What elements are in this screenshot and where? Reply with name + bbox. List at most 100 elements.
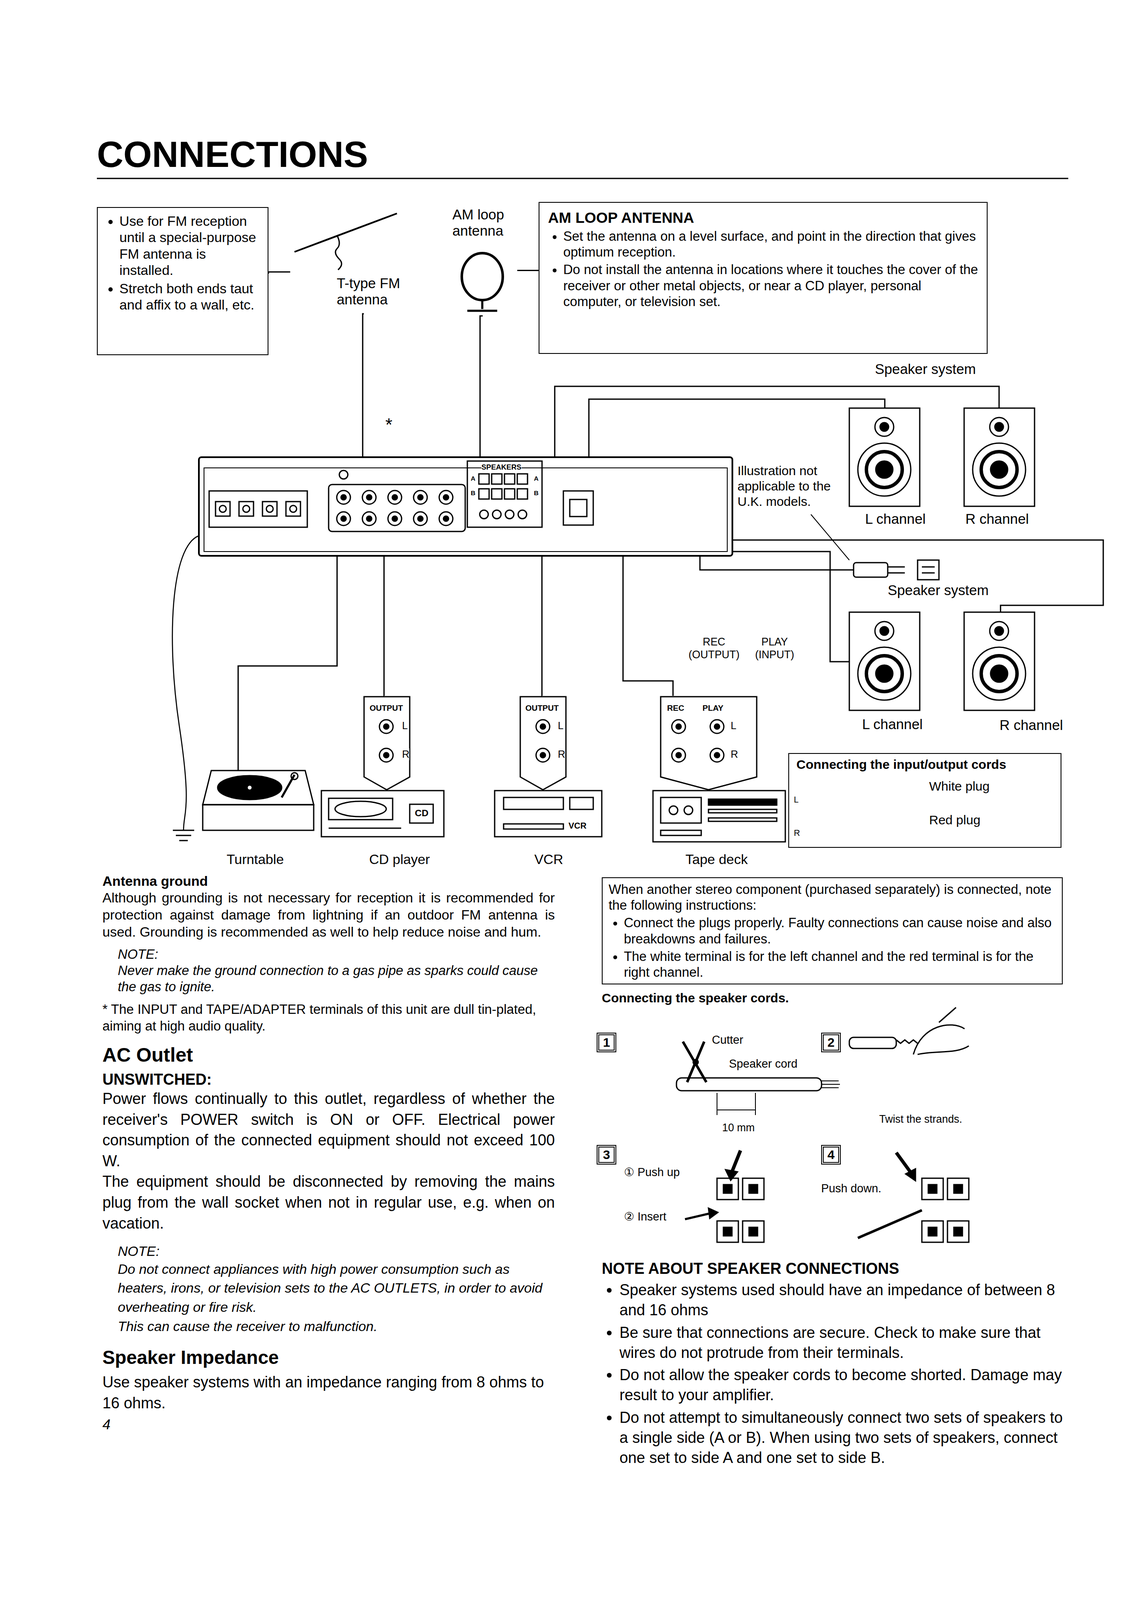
power-cord	[887, 566, 905, 573]
note-heading: NOTE:	[117, 1242, 555, 1260]
cd-player-drawing	[321, 790, 444, 837]
step-caption: Twist the strands.	[879, 1112, 963, 1126]
page-number: 4	[102, 1415, 555, 1433]
speaker-drawing	[964, 612, 1035, 711]
device-marking: CD	[414, 807, 429, 819]
channel-mark: L	[557, 719, 564, 732]
terminal-figure	[947, 1220, 969, 1242]
twist-figure	[896, 1039, 918, 1044]
terminal-figure	[896, 1152, 912, 1173]
speaker: L channel	[842, 612, 946, 736]
speaker-drawing	[866, 655, 903, 692]
receiver-drawing	[387, 490, 402, 505]
am-note-box: AM LOOP ANTENNASet the antenna on a leve…	[538, 201, 988, 354]
speaker-drawing	[875, 664, 893, 683]
sub-heading: UNSWITCHED:	[102, 1069, 555, 1089]
terminal-figure	[742, 1220, 764, 1242]
receiver-drawing	[569, 499, 587, 517]
receiver-drawing	[563, 490, 594, 525]
am-loop-drawing	[461, 253, 503, 311]
jack-panel	[379, 719, 394, 734]
receiver-drawing	[339, 470, 348, 479]
step-number: 3	[596, 1144, 617, 1165]
jack-panel	[540, 723, 546, 729]
channel-mark: R	[557, 748, 566, 761]
bullet-text: Speaker systems used should have an impe…	[619, 1279, 1063, 1321]
terminal-figure	[928, 1227, 937, 1236]
note-text: Do not connect appliances with high powe…	[117, 1259, 555, 1317]
text-column: Antenna groundAlthough grounding is not …	[102, 872, 555, 1433]
power-cord	[699, 555, 939, 580]
note-text: Set the antenna on a level surface, and …	[563, 228, 979, 260]
turntable-drawing	[217, 775, 282, 800]
receiver-drawing	[341, 494, 347, 500]
group-label: Speaker system	[887, 582, 989, 599]
receiver-drawing	[417, 515, 423, 522]
receiver-drawing	[362, 511, 377, 526]
jack-panel	[383, 723, 389, 729]
tape-deck-drawing	[652, 790, 786, 842]
terminal-figure	[953, 1184, 963, 1193]
terminal-label: B	[533, 489, 539, 497]
speaker: L channel	[842, 408, 957, 529]
receiver-drawing	[417, 494, 423, 500]
terminal-label: A	[470, 474, 476, 483]
power-cord	[921, 566, 935, 573]
cord-cutting-figure	[676, 1041, 840, 1115]
am-loop-drawing	[461, 253, 503, 301]
receiver-drawing	[478, 488, 490, 499]
cord-cutting-figure	[676, 1077, 822, 1091]
cd-player: OUTPUTLRCDCD player	[320, 695, 446, 871]
bullet-text: Do not attempt to simultaneously connect…	[619, 1407, 1063, 1468]
turntable-drawing	[237, 751, 240, 771]
title-rule	[96, 177, 1069, 180]
step-caption: ② Insert	[623, 1209, 667, 1224]
channel-mark: R	[793, 827, 800, 838]
power-cord	[917, 559, 939, 580]
body-text: The equipment should be disconnected by …	[102, 1171, 555, 1234]
connector-wire	[541, 555, 543, 696]
channel-label: L channel	[862, 716, 923, 733]
speaker-drawing	[849, 612, 920, 711]
turntable-drawing	[247, 784, 253, 790]
connector-wire	[268, 271, 291, 274]
channel-mark: L	[730, 719, 737, 732]
step-number-text: 3	[603, 1148, 611, 1161]
footnote-text: * The INPUT and TAPE/ADAPTER terminals o…	[102, 1001, 555, 1035]
receiver-drawing	[443, 494, 449, 500]
part-label: Cutter	[711, 1032, 744, 1047]
receiver-drawing	[198, 457, 733, 556]
speaker-drawing	[972, 647, 1026, 700]
tape-deck-drawing	[708, 809, 777, 813]
receiver-drawing	[478, 473, 490, 484]
terminal-figure	[921, 1220, 944, 1242]
tape-deck: RECPLAYLRTape deck	[652, 695, 788, 871]
receiver-drawing	[413, 490, 428, 505]
part-label: Red plug	[929, 812, 981, 828]
speaker-drawing	[880, 422, 889, 432]
receiver-drawing	[443, 515, 449, 522]
device-marking: VCR	[568, 820, 587, 831]
cd-player-drawing	[328, 827, 402, 829]
receiver-drawing	[341, 494, 449, 522]
section-heading: AC Outlet	[102, 1043, 555, 1067]
part-label: White plug	[929, 778, 990, 794]
receiver-drawing	[517, 473, 528, 484]
note-text: The white terminal is for the left chann…	[623, 948, 1056, 980]
channel-mark: L	[793, 794, 799, 805]
receiver-drawing	[413, 511, 428, 526]
terminal-figure	[731, 1150, 741, 1172]
step-number-text: 2	[827, 1035, 835, 1049]
speaker: R channel	[960, 612, 1082, 736]
jack-panel	[383, 752, 389, 758]
speaker-system: Speaker system L channel R channel	[836, 581, 1085, 739]
channel-label: R channel	[999, 717, 1064, 734]
terminal-figure	[749, 1184, 758, 1193]
receiver-drawing	[467, 460, 543, 528]
terminal-figure	[725, 1169, 738, 1181]
jack-panel	[671, 748, 686, 762]
speaker-drawing	[994, 422, 1004, 432]
channel-mark: L	[402, 719, 408, 732]
terminal-figure	[857, 1209, 922, 1238]
jack-panel	[536, 719, 550, 734]
